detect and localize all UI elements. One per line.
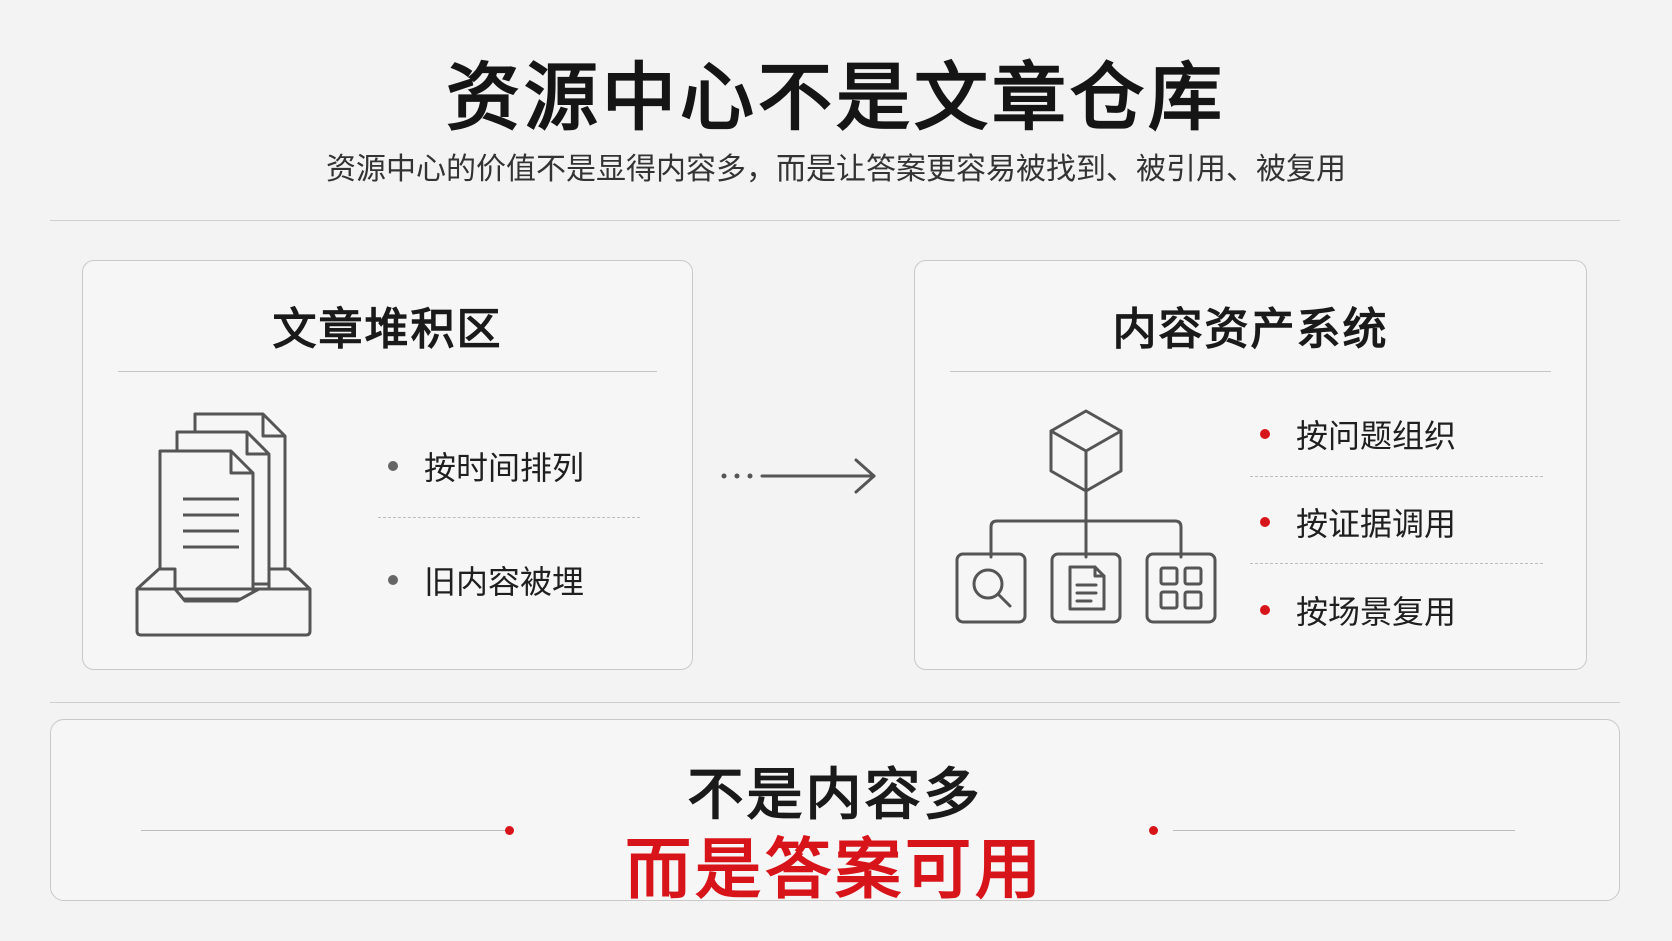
grid-icon <box>1145 552 1217 624</box>
article-pile-rule <box>118 371 657 372</box>
item-label: 按场景复用 <box>1296 593 1457 631</box>
article-pile-title: 文章堆积区 <box>272 304 503 355</box>
page-subtitle: 资源中心的价值不是显得内容多，而是让答案更容易被找到、被引用、被复用 <box>326 152 1346 187</box>
summary-right-dot <box>1149 826 1158 835</box>
cube-icon <box>1049 409 1123 493</box>
search-icon <box>955 552 1027 624</box>
document-stack-icon <box>135 412 312 637</box>
content-asset-item-2: 按证据调用 <box>1260 499 1456 545</box>
item-label: 旧内容被埋 <box>424 563 585 601</box>
item-label: 按证据调用 <box>1296 505 1457 543</box>
article-pile-item-2: 旧内容被埋 <box>388 557 584 603</box>
content-asset-card: 内容资产系统 按 <box>914 260 1587 670</box>
top-divider <box>50 220 1620 221</box>
item-label: 按时间排列 <box>424 449 585 487</box>
bullet-dot <box>388 575 398 585</box>
bullet-dot <box>388 461 398 471</box>
summary-card: 不是内容多 而是答案可用 <box>50 719 1620 908</box>
bullet-dot <box>1260 517 1270 527</box>
content-asset-item-1: 按问题组织 <box>1260 411 1456 457</box>
content-asset-rule <box>950 371 1551 372</box>
middle-divider <box>50 702 1620 703</box>
content-asset-title: 内容资产系统 <box>1112 304 1389 355</box>
summary-left-line <box>141 830 509 831</box>
item-label: 按问题组织 <box>1296 417 1457 455</box>
article-pile-card: 文章堆积区 按时间排列 旧内容被埋 <box>82 260 693 670</box>
summary-right-line <box>1173 830 1515 831</box>
page-title: 资源中心不是文章仓库 <box>446 55 1226 141</box>
content-asset-item-3: 按场景复用 <box>1260 587 1456 633</box>
arrow-right-icon <box>721 458 876 494</box>
summary-line-1: 不是内容多 <box>687 763 983 828</box>
summary-line-2: 而是答案可用 <box>625 831 1045 908</box>
bullet-dot <box>1260 429 1270 439</box>
asset-tree-diagram <box>955 409 1217 624</box>
summary-left-dot <box>505 826 514 835</box>
item-separator <box>1250 563 1543 564</box>
bullet-dot <box>1260 605 1270 615</box>
article-pile-item-1: 按时间排列 <box>388 443 584 489</box>
document-icon <box>1050 552 1122 624</box>
item-separator <box>378 517 640 518</box>
item-separator <box>1250 476 1543 477</box>
